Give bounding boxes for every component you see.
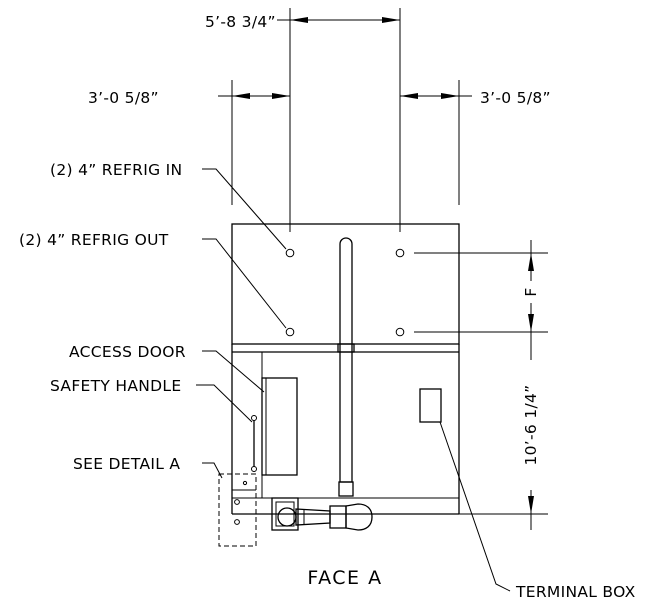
callout-see-detail-label: SEE DETAIL A	[73, 455, 180, 473]
overall-top-dimension: 5’-8 3/4”	[205, 8, 401, 232]
callout-access-door-label: ACCESS DOOR	[69, 343, 186, 361]
refrig-in-port-right	[395, 248, 405, 258]
left-offset-dimension: 3’-0 5/8”	[88, 80, 290, 205]
refrig-out-port-left	[285, 327, 295, 337]
callout-terminal-box-label: TERMINAL BOX	[515, 583, 636, 601]
dimension-height: 10’-6 1/4”	[459, 332, 548, 530]
detail-a-box	[218, 473, 257, 547]
callout-terminal-box: TERMINAL BOX	[439, 421, 636, 601]
refrig-in-port-left	[285, 248, 295, 258]
dimension-height-label: 10’-6 1/4”	[522, 384, 540, 465]
drawing-title: FACE A	[307, 567, 382, 589]
callout-safety-handle-label: SAFETY HANDLE	[50, 377, 181, 395]
refrig-out-port-right	[395, 327, 405, 337]
overall-top-dimension-label: 5’-8 3/4”	[205, 13, 276, 31]
callout-refrig-out: (2) 4” REFRIG OUT	[19, 231, 287, 329]
terminal-box	[419, 388, 442, 423]
right-offset-dimension: 3’-0 5/8”	[400, 80, 551, 205]
callout-refrig-in-label: (2) 4” REFRIG IN	[50, 161, 182, 179]
pump-assembly	[271, 497, 373, 531]
callout-safety-handle: SAFETY HANDLE	[50, 377, 253, 423]
dimension-f-label: F	[522, 287, 540, 296]
access-door	[261, 377, 298, 476]
left-offset-label: 3’-0 5/8”	[88, 89, 159, 107]
safety-handle	[251, 415, 257, 472]
callout-see-detail: SEE DETAIL A	[73, 455, 223, 479]
dimension-f: F	[414, 240, 548, 345]
callout-refrig-out-label: (2) 4” REFRIG OUT	[19, 231, 169, 249]
callout-refrig-in: (2) 4” REFRIG IN	[50, 161, 287, 250]
refrig-ports	[285, 248, 405, 337]
right-offset-label: 3’-0 5/8”	[480, 89, 551, 107]
callout-access-door: ACCESS DOOR	[69, 343, 265, 393]
vertical-pipe	[337, 237, 355, 497]
